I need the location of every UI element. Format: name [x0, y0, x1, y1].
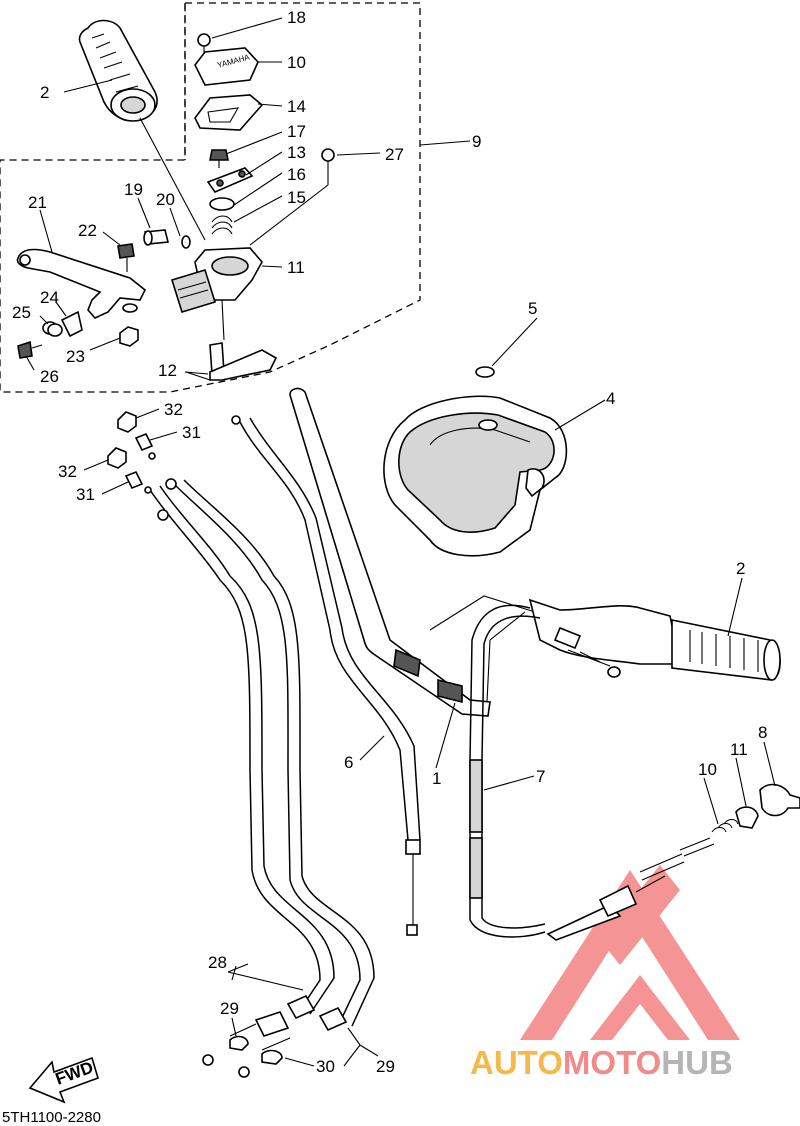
callout-31-top: 31	[182, 423, 201, 442]
callout-2-right: 2	[736, 559, 745, 578]
callout-10: 9	[472, 132, 481, 151]
watermark-hub: HUB	[661, 1044, 733, 1081]
callout-1: 1	[432, 769, 441, 788]
callout-8: 10	[698, 760, 717, 779]
callout-20: 19	[124, 180, 143, 199]
diagram-code: 5TH1100-2280	[2, 1109, 101, 1126]
callout-30-bottom: 30	[316, 1057, 335, 1076]
lever-assembly	[16, 229, 278, 381]
watermark-text: AUTOMOTOHUB	[470, 1044, 733, 1081]
callout-16: 15	[287, 188, 306, 207]
callout-labels: 2 18 10 14 17 13 16 15 27 9 11 21 19 20 …	[12, 8, 767, 1076]
leader-lines	[25, 17, 776, 1067]
cable-29	[149, 478, 375, 1078]
callout-30-left: 29	[220, 999, 239, 1018]
right-grip	[528, 598, 781, 681]
callout-15: 14	[287, 97, 306, 116]
callout-32-top: 32	[164, 400, 183, 419]
callout-6: 7	[536, 767, 545, 786]
callout-4: 5	[528, 299, 537, 318]
callout-19: 18	[287, 8, 306, 27]
callout-28: 27	[385, 145, 404, 164]
callout-32-bottom: 32	[58, 462, 77, 481]
fwd-arrow: FWD	[28, 1056, 99, 1104]
callout-22: 21	[28, 193, 47, 212]
callout-24: 23	[66, 347, 85, 366]
cable-5	[231, 415, 421, 936]
watermark-logo	[520, 865, 740, 1040]
callout-21: 20	[156, 190, 175, 209]
callout-9: 11	[730, 740, 748, 759]
throttle-housing-cover	[383, 366, 568, 557]
callout-3: 4	[606, 389, 615, 408]
callout-18: 17	[287, 122, 306, 141]
callout-13: 12	[158, 361, 177, 380]
cable-6	[469, 604, 546, 938]
callout-5: 6	[344, 753, 353, 772]
watermark-moto: MOTO	[563, 1044, 661, 1081]
callout-2-top: 2	[40, 83, 49, 102]
svg-text:AUTOMOTOHUB: AUTOMOTOHUB	[470, 1044, 733, 1081]
switch-assembly: YAMAHA	[194, 33, 335, 246]
callout-23: 22	[78, 221, 97, 240]
callout-14: 13	[287, 143, 306, 162]
adjuster-nuts	[107, 411, 156, 494]
callout-26: 25	[12, 303, 31, 322]
callout-12: 11	[287, 258, 305, 277]
callout-31-bottom: 31	[76, 485, 95, 504]
callout-27: 26	[40, 367, 59, 386]
callout-7: 8	[758, 723, 767, 742]
callout-11: 10	[287, 53, 306, 72]
callout-17: 16	[287, 165, 306, 184]
callout-25: 24	[40, 288, 59, 307]
watermark-auto: AUTO	[470, 1044, 563, 1081]
callout-29-bottom: 29	[376, 1057, 395, 1076]
left-grip	[78, 19, 206, 241]
choke-plunger-parts	[546, 783, 800, 941]
callout-29-left: 28	[208, 953, 227, 972]
dashed-group-boxes	[0, 2, 421, 393]
